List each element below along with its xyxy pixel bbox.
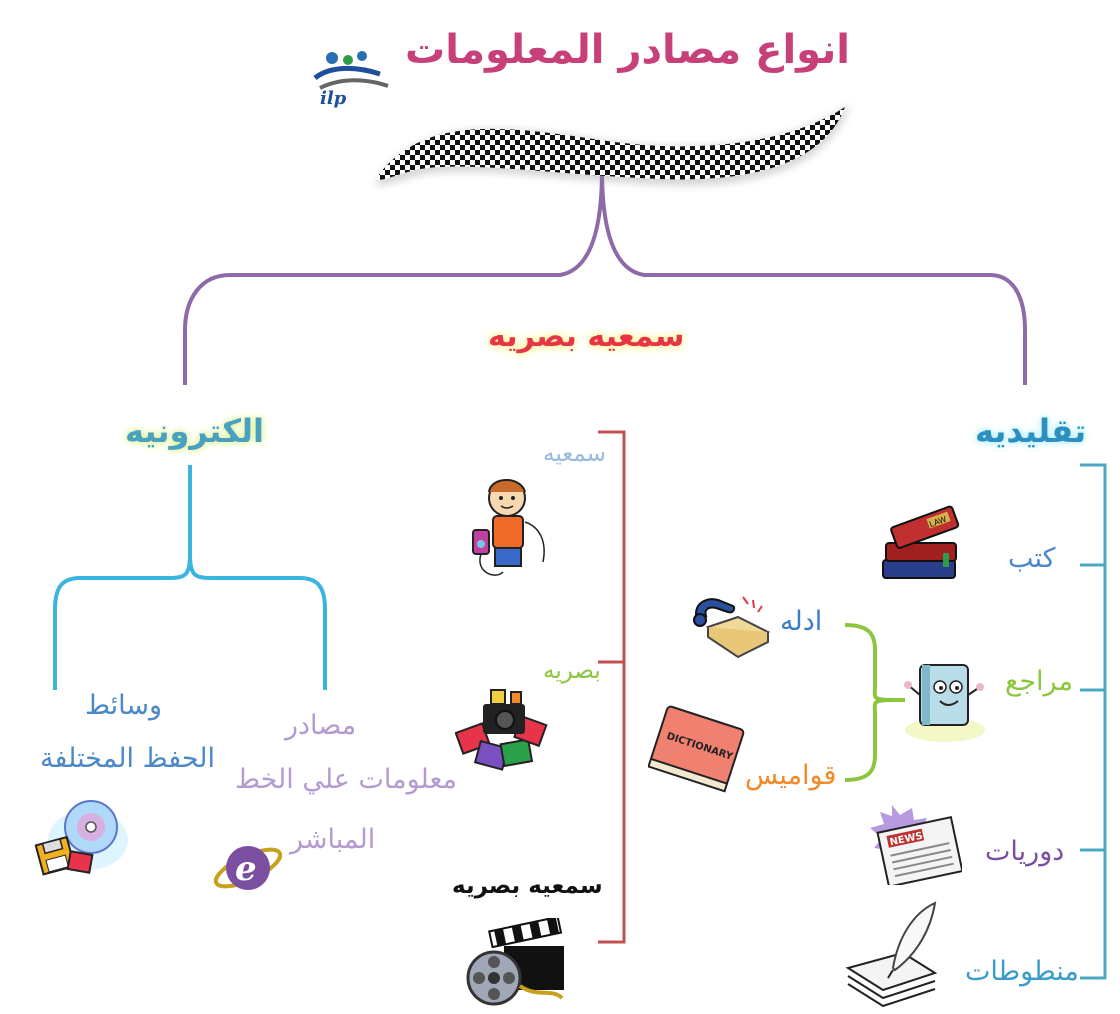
storage-line1: وسائط: [85, 690, 163, 721]
books-icon: LAW: [882, 505, 960, 579]
online-line3: المباشر: [290, 824, 376, 855]
audiovisual-bracket: [598, 430, 626, 944]
svg-text:e: e: [235, 849, 257, 889]
electronic-bracket: [53, 465, 327, 690]
online-line1: مصادر: [285, 710, 357, 741]
audiovisual-top-label: سمعيه بصريه: [488, 319, 685, 354]
reference-book-icon: [904, 664, 985, 742]
references-label: مراجع: [1005, 666, 1073, 697]
page-title: انواع مصادر المعلومات: [405, 27, 850, 73]
main-tree-connector: [183, 169, 1027, 385]
electronic-label: الكترونيه: [125, 412, 264, 450]
quill-paper-icon: [845, 901, 938, 1008]
ilp-logo: ilp: [310, 48, 390, 113]
brush-banner: [375, 105, 850, 186]
dictionaries-label: قواميس: [745, 760, 837, 791]
traditional-label: تقليديه: [975, 412, 1087, 450]
traditional-bracket: [1080, 463, 1107, 980]
kid-music-icon: [472, 479, 545, 576]
manuscripts-label: منطوطات: [965, 956, 1079, 987]
internet-browser-icon: e: [213, 846, 283, 890]
phone-book-icon: [693, 596, 771, 659]
online-line2: معلومات علي الخط: [235, 764, 457, 795]
audio-label: سمعيه: [543, 441, 606, 467]
visual-label: بصريه: [543, 658, 601, 684]
ilp-logo-icon: ilp: [313, 51, 389, 109]
newspaper-icon: NEWS: [870, 805, 962, 885]
reference-bracket: [844, 623, 906, 782]
projector-photos-icon: [455, 689, 548, 771]
cd-floppy-icon: [34, 800, 128, 876]
books-label: كتب: [1008, 543, 1056, 574]
film-clapper-icon: [466, 918, 564, 1006]
guides-label: ادله: [780, 606, 823, 637]
audio-visual-label: سمعيه بصريه: [452, 873, 603, 899]
periodicals-label: دوريات: [985, 836, 1065, 867]
dictionary-icon: DICTIONARY: [648, 705, 745, 793]
storage-line2: الحفظ المختلفة: [40, 743, 216, 774]
logo-text: ilp: [320, 88, 347, 109]
